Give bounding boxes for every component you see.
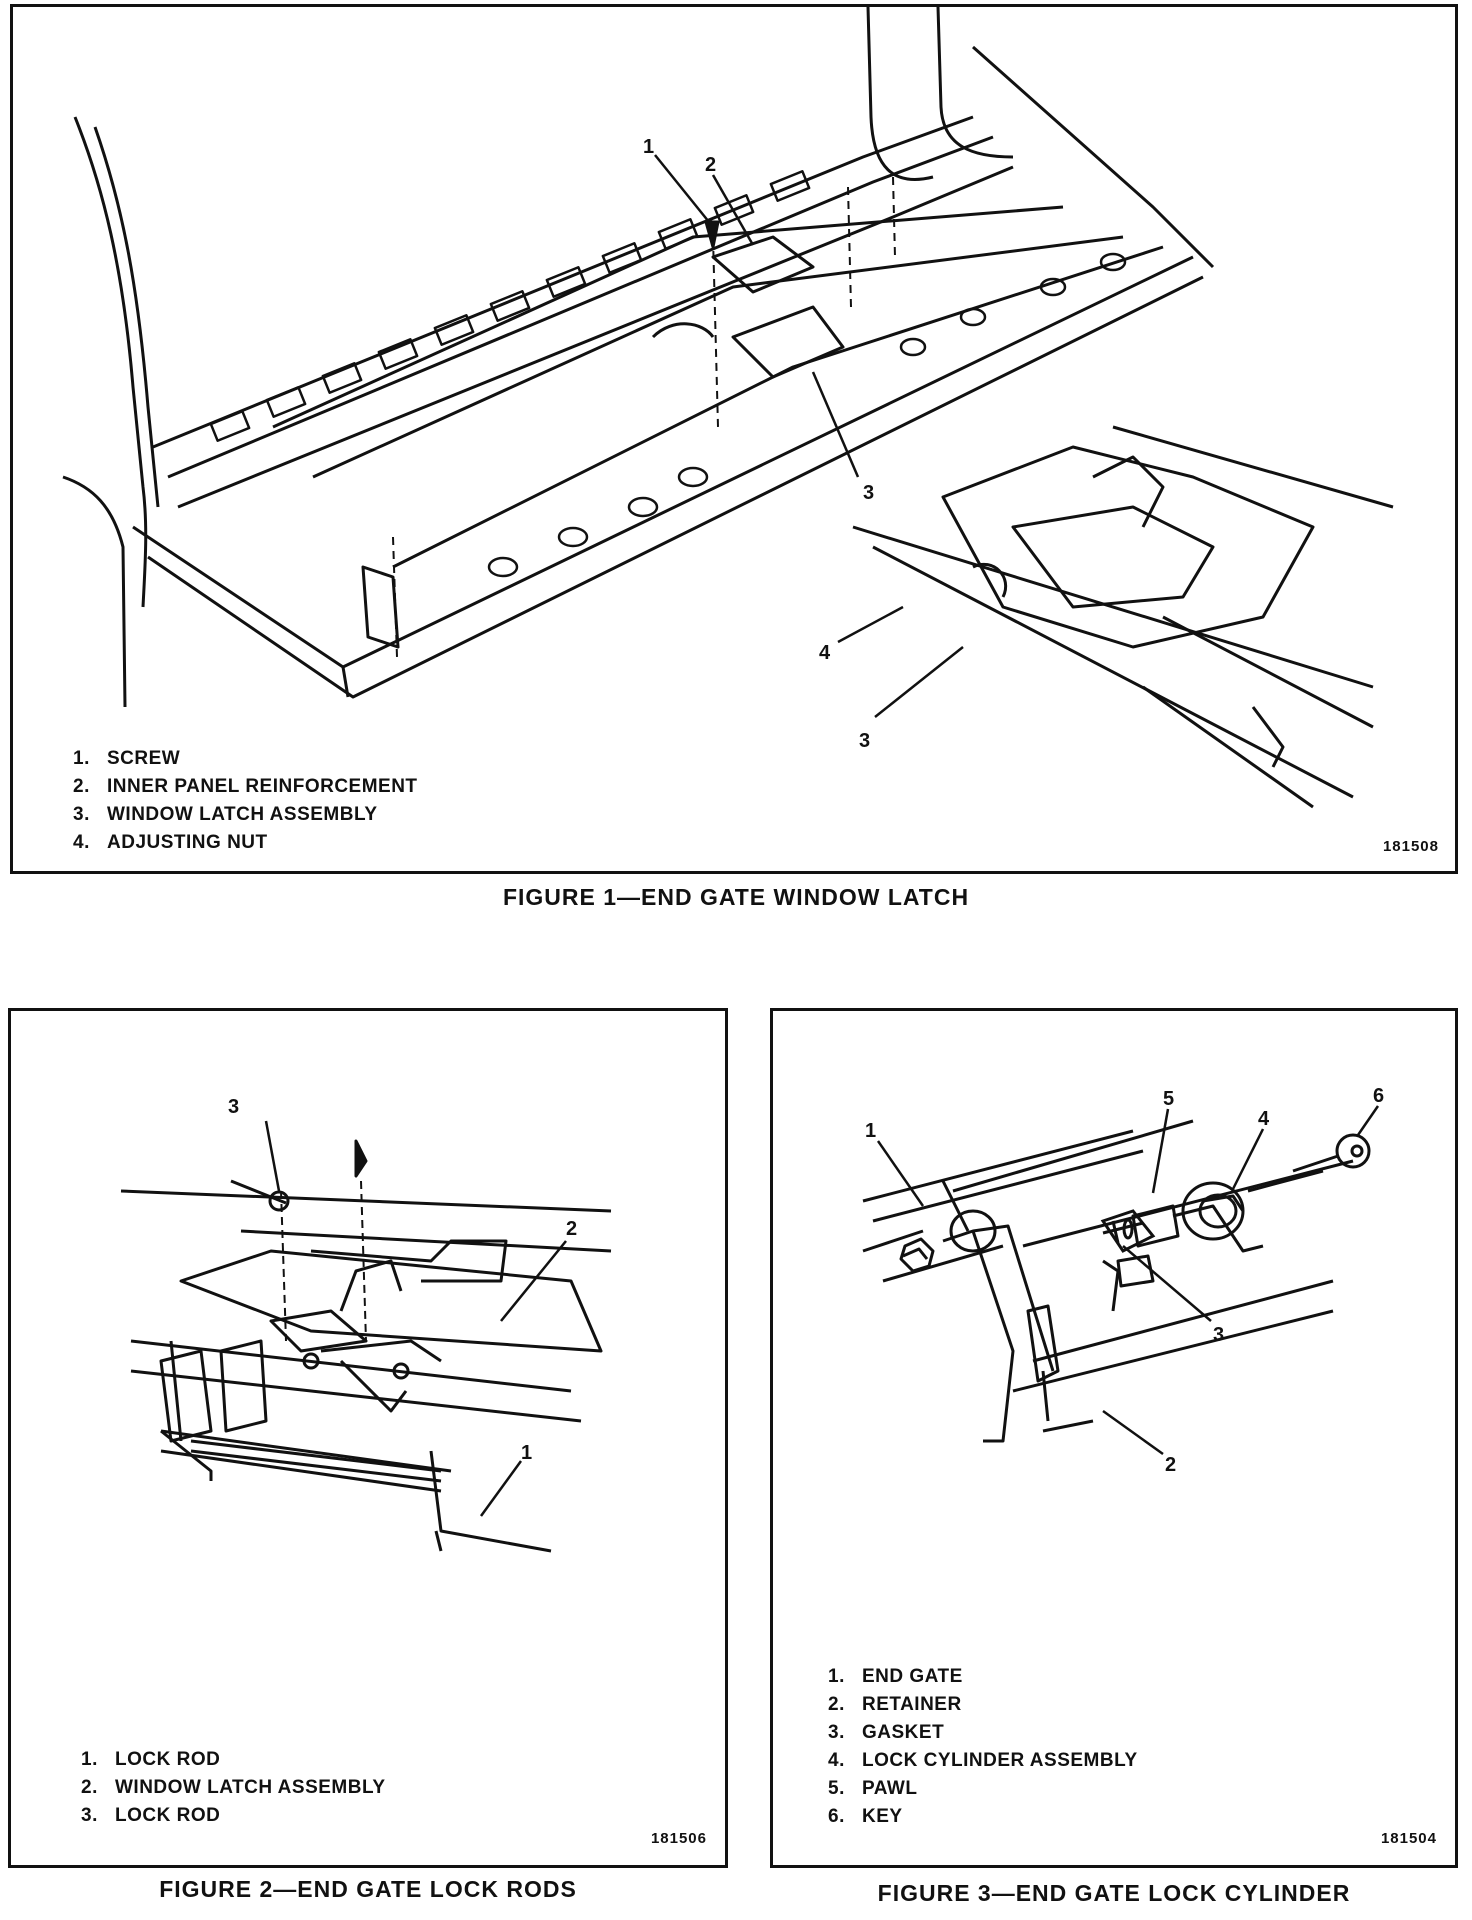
legend-item: 5.PAWL — [828, 1778, 918, 1799]
callout-3-inset: 3 — [859, 730, 870, 752]
legend-item: 3.GASKET — [828, 1722, 945, 1743]
legend-item: 4.ADJUSTING NUT — [73, 832, 268, 853]
callout-1: 1 — [643, 136, 654, 158]
legend-item: 1.SCREW — [73, 748, 181, 769]
end-gate-window-latch-illustration: 1 2 3 4 3 — [62, 7, 1394, 809]
legend-item: 4.LOCK CYLINDER ASSEMBLY — [828, 1750, 1138, 1771]
figure-2-panel: 3 2 1 1.LOCK ROD 2.WINDOW LATCH ASSEMBLY… — [8, 1008, 728, 1868]
part-number: 181504 — [1380, 1830, 1437, 1847]
callout-3: 3 — [228, 1096, 239, 1118]
figure-1-panel: 1 2 3 4 3 1.SCREW 2.INNER PANEL REINFORC… — [10, 4, 1458, 874]
callout-4: 4 — [1258, 1108, 1270, 1130]
figure-3-legend: 1.END GATE 2.RETAINER 3.GASKET 4.LOCK CY… — [828, 1663, 1138, 1831]
callout-5: 5 — [1163, 1088, 1174, 1110]
callout-3: 3 — [1213, 1324, 1224, 1346]
part-number: 181508 — [1382, 838, 1439, 855]
legend-item: 3.LOCK ROD — [81, 1805, 221, 1826]
figure-1-legend: 1.SCREW 2.INNER PANEL REINFORCEMENT 3.WI… — [73, 745, 418, 857]
legend-item: 6.KEY — [828, 1806, 903, 1827]
callout-3: 3 — [863, 482, 874, 504]
end-gate-lock-cylinder-illustration: 5 4 6 1 3 2 — [862, 1085, 1384, 1476]
legend-item: 2.WINDOW LATCH ASSEMBLY — [81, 1777, 386, 1798]
callout-1: 1 — [865, 1120, 876, 1142]
callout-2: 2 — [705, 154, 716, 176]
callout-2: 2 — [1165, 1454, 1176, 1476]
legend-item: 3.WINDOW LATCH ASSEMBLY — [73, 804, 378, 825]
part-number: 181506 — [650, 1830, 707, 1847]
end-gate-lock-rods-illustration: 3 2 1 — [120, 1096, 612, 1553]
figure-2-caption: FIGURE 2—END GATE LOCK RODS — [159, 1876, 577, 1902]
callout-2: 2 — [566, 1218, 577, 1240]
callout-4: 4 — [819, 642, 831, 664]
legend-item: 2.INNER PANEL REINFORCEMENT — [73, 776, 418, 797]
callout-6: 6 — [1373, 1085, 1384, 1107]
callout-1: 1 — [521, 1442, 532, 1464]
figure-3-panel: 5 4 6 1 3 2 1.END GATE 2.RETAINER 3.GASK… — [770, 1008, 1458, 1868]
figure-3-caption: FIGURE 3—END GATE LOCK CYLINDER — [877, 1880, 1351, 1906]
legend-item: 1.END GATE — [828, 1666, 963, 1687]
figure-1-caption: FIGURE 1—END GATE WINDOW LATCH — [502, 884, 970, 910]
legend-item: 1.LOCK ROD — [81, 1749, 221, 1770]
legend-item: 2.RETAINER — [828, 1694, 962, 1715]
figure-2-legend: 1.LOCK ROD 2.WINDOW LATCH ASSEMBLY 3.LOC… — [81, 1746, 386, 1830]
